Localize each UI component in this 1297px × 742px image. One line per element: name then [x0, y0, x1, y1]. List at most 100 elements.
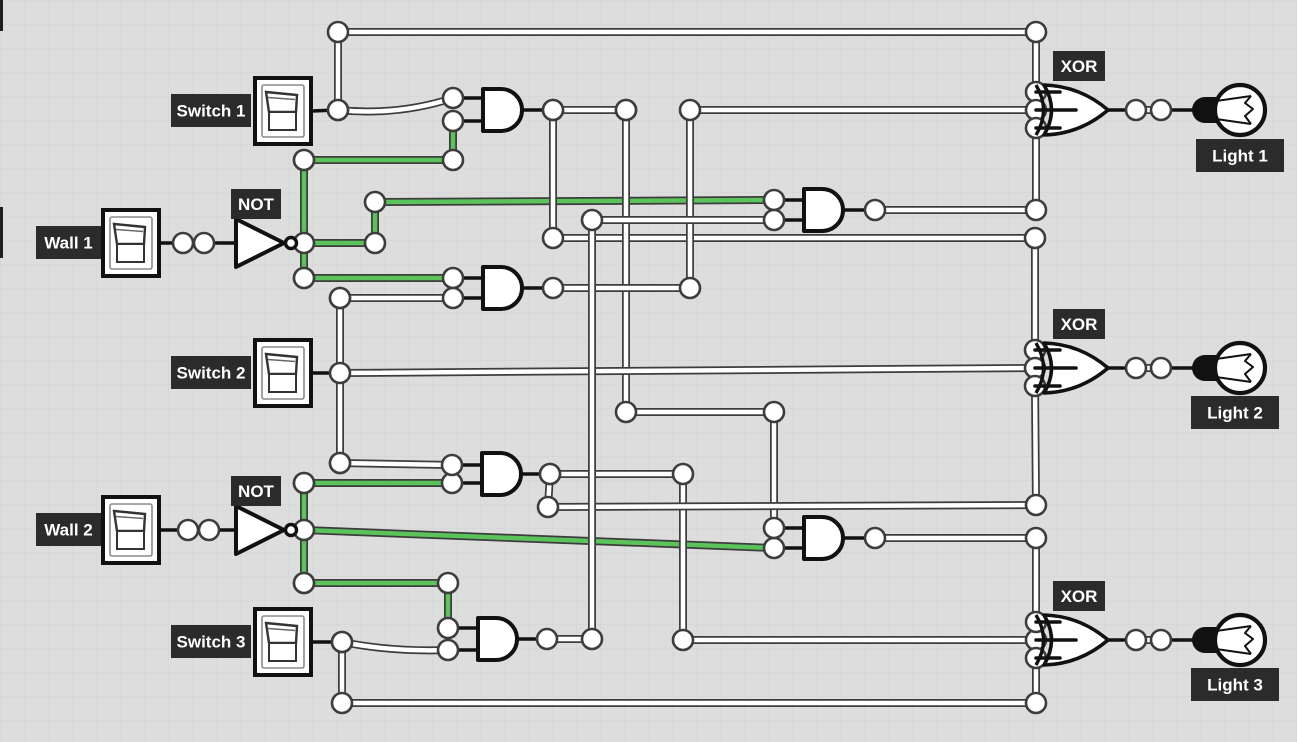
wire-node[interactable]: [1024, 198, 1048, 222]
wire-node[interactable]: [1024, 526, 1048, 550]
wire-node[interactable]: [536, 495, 560, 519]
toggle-switch-switch-3[interactable]: [253, 607, 313, 677]
wire-node[interactable]: [436, 638, 460, 662]
wire-off[interactable]: [335, 29, 1039, 113]
bulb-glass[interactable]: [1212, 82, 1268, 138]
wire-off[interactable]: [623, 107, 777, 531]
wire-node[interactable]: [1023, 226, 1047, 250]
wire-off[interactable]: [544, 217, 777, 642]
wire-node[interactable]: [1024, 20, 1048, 44]
and-gate-and-5[interactable]: [802, 515, 845, 561]
wire-node[interactable]: [762, 536, 786, 560]
switch-rocker-bottom[interactable]: [268, 373, 297, 393]
wire-node[interactable]: [678, 276, 702, 300]
and-gate-body[interactable]: [480, 451, 523, 497]
wire-node[interactable]: [863, 526, 887, 550]
wire-node[interactable]: [1024, 691, 1048, 715]
wire-off[interactable]: [337, 460, 455, 468]
wire-node[interactable]: [1149, 98, 1173, 122]
and-gate-body[interactable]: [802, 187, 845, 233]
switch-rocker-top[interactable]: [264, 621, 299, 645]
toggle-switch-wall-2[interactable]: [101, 495, 161, 565]
wire-node[interactable]: [441, 109, 465, 133]
wire-node[interactable]: [541, 98, 565, 122]
wire-node[interactable]: [441, 148, 465, 172]
wire-off[interactable]: [545, 383, 1039, 510]
wire-node[interactable]: [538, 462, 562, 486]
wire-node[interactable]: [330, 691, 354, 715]
wire-node[interactable]: [1124, 628, 1148, 652]
not-gate-not-1[interactable]: [234, 217, 299, 269]
and-gate-body[interactable]: [802, 515, 845, 561]
wire-off[interactable]: [550, 107, 1039, 291]
and-gate-and-4[interactable]: [480, 451, 523, 497]
wire-node[interactable]: [541, 276, 565, 300]
wire-node[interactable]: [292, 471, 316, 495]
wire-node[interactable]: [176, 518, 200, 542]
wire-node[interactable]: [1024, 493, 1048, 517]
wire-off[interactable]: [339, 639, 1039, 706]
wire-off[interactable]: [547, 471, 1039, 643]
wire-node[interactable]: [762, 208, 786, 232]
wire-node[interactable]: [762, 400, 786, 424]
wire-node[interactable]: [580, 208, 604, 232]
toggle-switch-wall-1[interactable]: [101, 208, 161, 278]
wire-node[interactable]: [441, 86, 465, 110]
wire-node[interactable]: [1149, 628, 1173, 652]
wire-node[interactable]: [363, 190, 387, 214]
wire-node[interactable]: [614, 400, 638, 424]
wire-node[interactable]: [292, 266, 316, 290]
wire-node[interactable]: [580, 627, 604, 651]
toggle-switch-switch-1[interactable]: [253, 76, 313, 146]
switch-rocker-bottom[interactable]: [116, 530, 145, 550]
switch-rocker-top[interactable]: [264, 352, 299, 376]
switch-rocker-top[interactable]: [264, 90, 299, 114]
wire-off[interactable]: [550, 107, 1038, 353]
wire-node[interactable]: [436, 616, 460, 640]
wire-node[interactable]: [441, 266, 465, 290]
wire-node[interactable]: [1124, 356, 1148, 380]
wire-node[interactable]: [330, 630, 354, 654]
wire-node[interactable]: [328, 451, 352, 475]
and-gate-and-6[interactable]: [476, 616, 519, 662]
wire-node[interactable]: [671, 462, 695, 486]
bulb-glass[interactable]: [1212, 340, 1268, 396]
switch-rocker-top[interactable]: [112, 222, 147, 246]
wire-node[interactable]: [535, 627, 559, 651]
wire-on[interactable]: [301, 527, 777, 551]
wire-node[interactable]: [762, 188, 786, 212]
switch-rocker-bottom[interactable]: [268, 642, 297, 662]
and-gate-and-3[interactable]: [802, 187, 845, 233]
wire-node[interactable]: [197, 518, 221, 542]
wire-node[interactable]: [1149, 356, 1173, 380]
switch-rocker-bottom[interactable]: [116, 243, 145, 263]
wire-node[interactable]: [541, 226, 565, 250]
wire-node[interactable]: [1124, 98, 1148, 122]
and-gate-body[interactable]: [481, 265, 524, 311]
wire-node[interactable]: [440, 453, 464, 477]
wire-node[interactable]: [614, 98, 638, 122]
and-gate-body[interactable]: [476, 616, 519, 662]
wire-node[interactable]: [326, 98, 350, 122]
wire-node[interactable]: [326, 20, 350, 44]
wire-node[interactable]: [363, 231, 387, 255]
and-gate-body[interactable]: [481, 87, 524, 133]
wire-node[interactable]: [171, 231, 195, 255]
light-bulb-light-1[interactable]: [1192, 82, 1268, 138]
wire-node[interactable]: [192, 231, 216, 255]
not-gate-body[interactable]: [234, 217, 286, 269]
wire-node[interactable]: [762, 516, 786, 540]
bulb-glass[interactable]: [1212, 612, 1268, 668]
not-gate-not-2[interactable]: [234, 504, 299, 556]
wire-node[interactable]: [671, 628, 695, 652]
and-gate-and-2[interactable]: [481, 265, 524, 311]
wire-on[interactable]: [301, 197, 777, 246]
switch-rocker-bottom[interactable]: [268, 111, 297, 131]
wire-node[interactable]: [328, 286, 352, 310]
wire-off[interactable]: [337, 365, 1038, 376]
light-bulb-light-2[interactable]: [1192, 340, 1268, 396]
wire-node[interactable]: [328, 361, 352, 385]
wire-node[interactable]: [441, 286, 465, 310]
and-gate-and-1[interactable]: [481, 87, 524, 133]
